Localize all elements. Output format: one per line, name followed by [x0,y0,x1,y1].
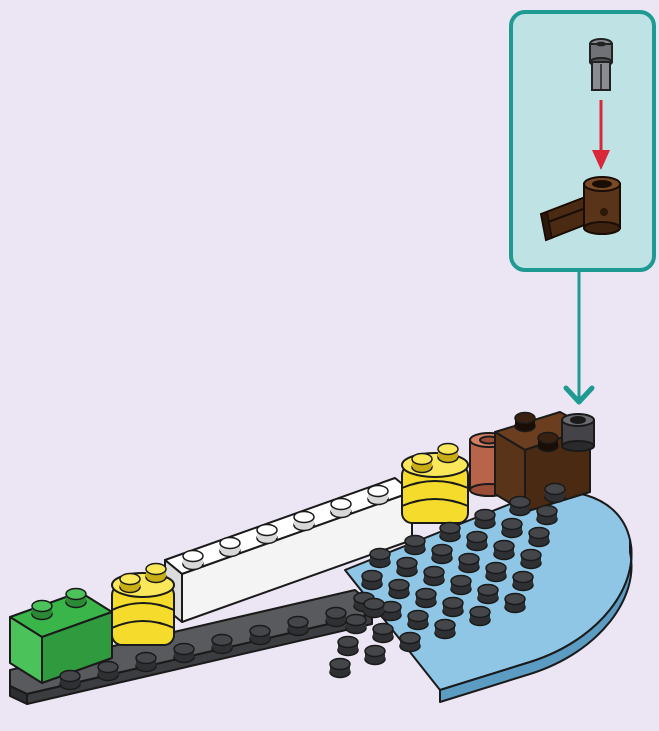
stud [520,548,542,570]
stud [325,606,347,628]
stud [380,600,402,622]
stud [211,633,233,655]
stud [493,539,515,561]
stud [345,613,367,635]
stud [31,599,53,621]
stud [442,596,464,618]
stud [361,569,383,591]
stud [388,578,410,600]
red-down-arrow-icon [592,100,610,170]
stud [477,583,499,605]
stud [485,561,507,583]
stud [458,552,480,574]
stud [415,587,437,609]
stud [219,536,241,558]
stud [423,565,445,587]
stud [182,549,204,571]
stud [372,622,394,644]
stud [330,497,352,519]
stud [466,530,488,552]
stud [337,635,359,657]
stud [504,592,526,614]
stud [431,543,453,565]
stud [537,431,559,453]
stud [404,534,426,556]
callout-box [509,10,656,272]
stud [411,452,433,474]
stud [512,570,534,592]
stud [437,442,459,464]
stud [544,482,566,504]
stud [407,609,429,631]
stud [509,495,531,517]
stud [135,651,157,673]
stud [287,615,309,637]
stud [363,597,385,619]
stud [145,562,167,584]
stud [528,526,550,548]
stud [65,587,87,609]
stud [367,484,389,506]
stud [97,660,119,682]
technic-pin-icon [589,38,613,91]
stud [439,521,461,543]
yellow-clip-right [401,452,469,524]
brown-pin-connector-icon [539,176,621,242]
stud [119,572,141,594]
stud [536,504,558,526]
stud [396,556,418,578]
stud [329,657,351,679]
stud [501,517,523,539]
stud [256,523,278,545]
stud [434,618,456,640]
stud [450,574,472,596]
stud [59,669,81,691]
dark-pin [561,413,595,452]
parts-callout [509,10,656,272]
studs-layer [31,411,566,691]
stud [474,508,496,530]
stud [293,510,315,532]
stud [469,605,491,627]
stud [399,631,421,653]
stud [369,547,391,569]
teal-chevron-arrow-icon [563,270,595,405]
stud [514,411,536,433]
stud [364,644,386,666]
stud [249,624,271,646]
stud [173,642,195,664]
